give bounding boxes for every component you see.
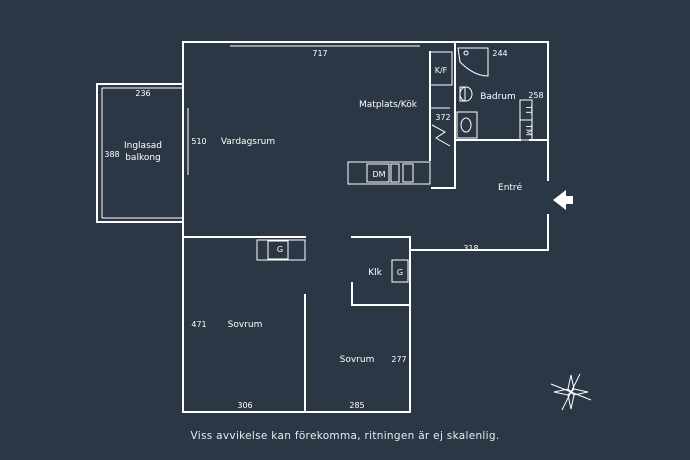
kitchen-counter <box>347 161 431 185</box>
fixture-label-tm: TM <box>524 123 533 136</box>
disclaimer-text: Viss avvikelse kan förekomma, ritningen … <box>190 430 500 442</box>
dimension-258: 258 <box>528 91 543 100</box>
fridge-freezer-box <box>429 51 453 86</box>
dimension-388: 388 <box>104 150 119 159</box>
toilet-icon <box>459 86 473 102</box>
dimension-236: 236 <box>135 89 150 98</box>
compass-rose-icon <box>550 373 592 411</box>
dimension-285: 285 <box>349 401 364 410</box>
dimension-277: 277 <box>391 355 406 364</box>
room-label-klk: Klk <box>368 268 382 278</box>
sink-box <box>456 111 478 139</box>
room-label-vardagsrum: Vardagsrum <box>221 137 275 147</box>
fixtures <box>256 47 533 283</box>
room-label-sovrum-left: Sovrum <box>228 320 263 330</box>
fixture-label-g-left: G <box>277 245 283 254</box>
wardrobe-box-klk <box>391 259 409 283</box>
fixture-label-dm: DM <box>372 170 385 179</box>
room-label-entre: Entré <box>498 182 522 193</box>
dimension-318: 318 <box>463 244 478 253</box>
dimension-372: 372 <box>435 113 450 122</box>
wardrobe-box-left <box>256 239 306 261</box>
tm-box <box>519 119 533 141</box>
shower-corner <box>457 47 489 77</box>
room-label-balkong-line2: balkong <box>125 153 161 163</box>
dimension-717: 717 <box>312 49 327 58</box>
dimension-244: 244 <box>492 49 507 58</box>
balcony-outline <box>96 83 189 223</box>
fixture-label-tt: TT <box>524 104 533 115</box>
room-label-sovrum-right: Sovrum <box>340 355 375 365</box>
shower-head-icon <box>463 50 469 56</box>
room-label-badrum: Badrum <box>480 92 516 102</box>
fixture-label-g-klk: G <box>397 268 403 277</box>
dimension-510: 510 <box>191 137 206 146</box>
room-label-balkong-line1: Inglasad <box>124 141 162 151</box>
room-label-matplats-kok: Matplats/Kök <box>359 100 418 110</box>
dimension-306: 306 <box>237 401 252 410</box>
entrance-arrow-icon <box>553 190 573 210</box>
fixture-label-kf: K/F <box>435 66 448 75</box>
dishwasher-box <box>366 163 390 183</box>
dimension-471: 471 <box>191 320 206 329</box>
